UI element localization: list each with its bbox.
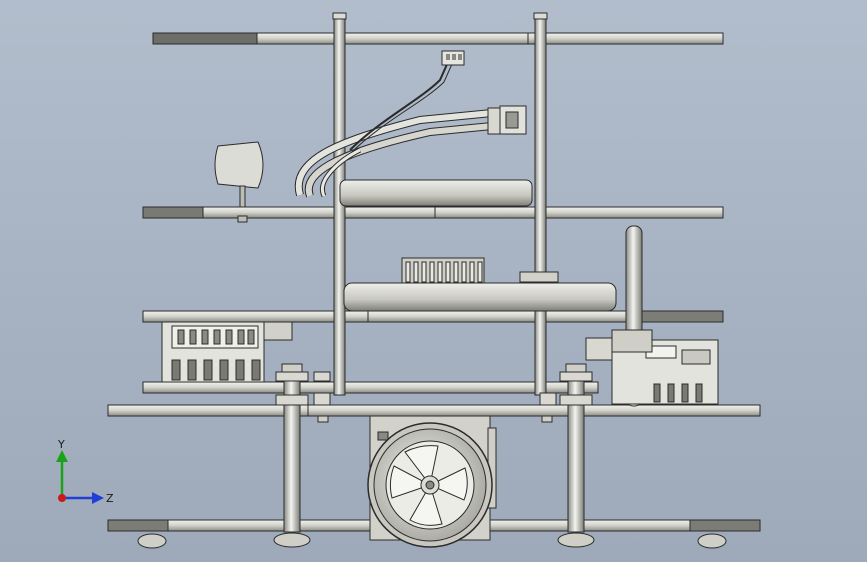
plate-fourth[interactable] <box>142 381 599 394</box>
lidar-sensor[interactable] <box>214 141 264 223</box>
caster-foot-mid-left <box>273 532 311 548</box>
heatsink[interactable] <box>401 257 485 285</box>
rod-nut-left <box>275 363 331 423</box>
cable-connector[interactable] <box>487 105 527 135</box>
caster-foot-left <box>137 533 167 549</box>
caster-foot-right <box>697 533 727 549</box>
main-tube[interactable] <box>343 271 617 312</box>
z-axis-label: Z <box>106 492 114 505</box>
jst-plug <box>441 50 465 66</box>
y-axis-arrow-icon <box>56 450 68 462</box>
plate-base-upper[interactable] <box>107 404 761 417</box>
standoff-rod-right[interactable] <box>533 12 548 396</box>
plate-top[interactable] <box>152 32 724 45</box>
orientation-triad: Y Z <box>56 438 114 505</box>
drive-wheel[interactable] <box>367 422 493 548</box>
rod-nut-right <box>539 363 593 423</box>
x-axis-dot-icon <box>58 494 66 502</box>
controller-board-right[interactable] <box>585 329 719 405</box>
driver-board-left[interactable] <box>161 321 293 383</box>
caster-foot-mid-right <box>557 532 595 548</box>
z-axis-arrow-icon <box>92 492 104 504</box>
battery-pack[interactable] <box>339 179 533 207</box>
y-axis-label: Y <box>57 438 65 451</box>
plate-second[interactable] <box>142 206 724 219</box>
cable-harness[interactable] <box>294 61 493 198</box>
